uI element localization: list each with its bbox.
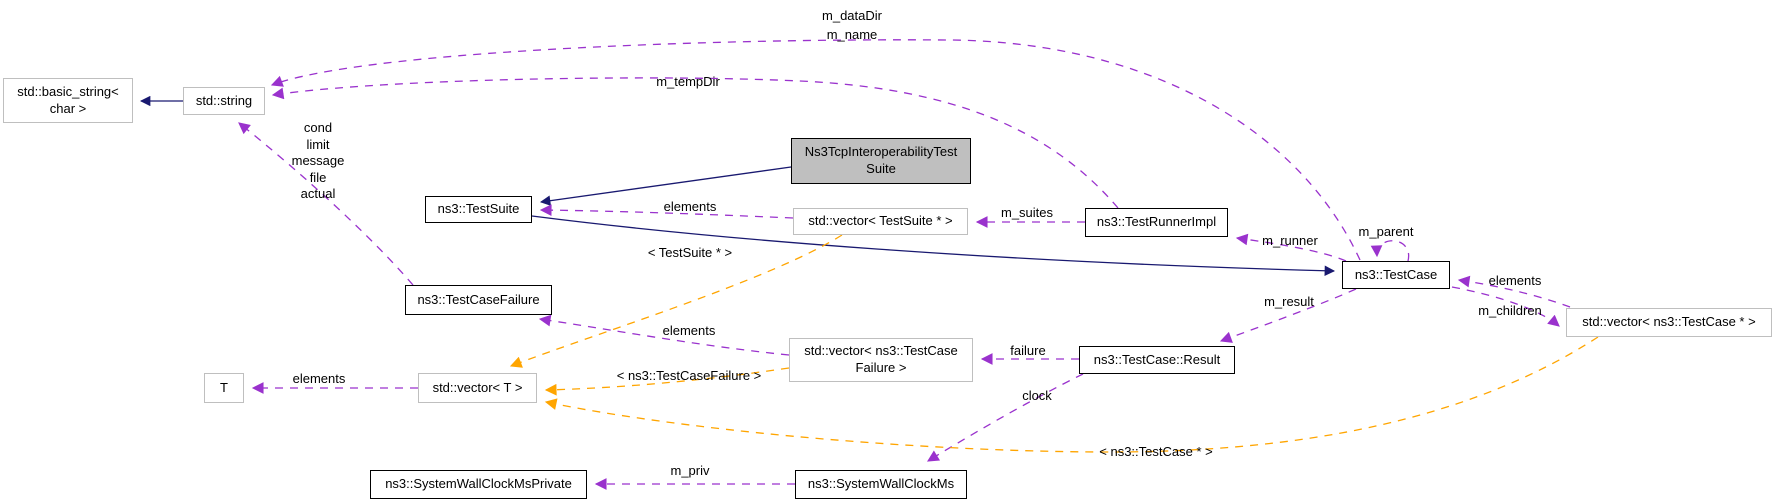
edge-label-line: cond <box>303 120 333 135</box>
node-label: std::vector< ns3::TestCase * > <box>1582 314 1756 330</box>
edge-label-msuites: m_suites <box>1000 205 1054 220</box>
node-label: ns3::SystemWallClockMs <box>807 476 955 492</box>
edge-label-template-testsuite: < TestSuite * > <box>647 245 733 260</box>
edge-label-mresult: m_result <box>1264 294 1314 309</box>
node-ns3tcp-interoperability-test-suite: Ns3TcpInteroperabilityTest Suite <box>791 138 971 184</box>
node-ns3-test-runner-impl[interactable]: ns3::TestRunnerImpl <box>1085 208 1228 237</box>
edge-label-line: m_name <box>826 27 878 42</box>
edge-label-mchildren: m_children <box>1478 303 1542 318</box>
node-std-vector-ns3-testcasefailure: std::vector< ns3::TestCase Failure > <box>789 338 973 382</box>
edge-label-mdatadir-mname: m_dataDir m_name <box>792 6 912 44</box>
edge-label-clock: clock <box>1022 388 1052 403</box>
edge-usage-mparent-selfloop <box>1370 240 1410 262</box>
node-label: ns3::TestRunnerImpl <box>1096 214 1217 230</box>
node-ns3-test-suite[interactable]: ns3::TestSuite <box>425 196 532 223</box>
edge-usage-mdatadir-mname <box>270 39 1361 261</box>
edge-label-line: limit <box>306 136 330 152</box>
edge-label-testcasefailure-members: cond limit message file actual <box>268 120 368 203</box>
edge-label-failure: failure <box>1010 343 1046 358</box>
node-template-param-T: T <box>204 373 244 403</box>
edge-label-mrunner: m_runner <box>1262 233 1318 248</box>
edge-label-elements-testcase: elements <box>1488 273 1542 288</box>
node-label: char > <box>49 100 87 116</box>
edge-label-mparent: m_parent <box>1358 224 1414 239</box>
node-label: T <box>220 379 228 395</box>
node-label: ns3::TestCaseFailure <box>417 291 540 307</box>
node-ns3-system-wall-clock-ms[interactable]: ns3::SystemWallClockMs <box>795 470 967 499</box>
edge-usage-elements-to-testcasefailure <box>538 314 790 356</box>
node-label: std::string <box>195 92 253 108</box>
edge-label-mpriv: m_priv <box>670 463 710 478</box>
edge-label-line: message <box>291 153 345 168</box>
edge-label-template-testcase: < ns3::TestCase * > <box>1099 444 1213 459</box>
node-std-basic-string: std::basic_string< char > <box>3 78 133 123</box>
edge-label-line: actual <box>300 186 336 201</box>
edge-template-vectestcaseptr-to-vecT <box>544 336 1599 453</box>
edge-template-vectestcasefailure-to-vecT <box>544 367 790 396</box>
node-std-vector-T: std::vector< T > <box>418 373 537 403</box>
node-ns3-system-wall-clock-ms-private[interactable]: ns3::SystemWallClockMsPrivate <box>370 470 587 499</box>
edge-label-elements-testsuite: elements <box>663 199 717 214</box>
node-label: ns3::TestCase::Result <box>1093 351 1221 367</box>
node-label: std::basic_string< <box>17 83 119 99</box>
node-label: Ns3TcpInteroperabilityTest <box>804 144 958 160</box>
edge-label-line: m_dataDir <box>822 8 882 23</box>
node-ns3-test-case-result[interactable]: ns3::TestCase::Result <box>1079 346 1235 374</box>
edge-label-elements-T: elements <box>292 371 346 386</box>
edge-label-mtempdir: m_tempDir <box>656 74 720 89</box>
edge-usage-mchildren <box>1451 286 1560 327</box>
edge-usage-clock <box>927 373 1084 462</box>
node-label: ns3::TestCase <box>1354 266 1438 282</box>
node-label: std::vector< T > <box>432 379 523 395</box>
node-std-string: std::string <box>183 87 265 115</box>
edge-usage-mtempdir <box>271 77 1119 209</box>
node-label: Suite <box>866 161 896 176</box>
node-std-vector-ns3-testcase-ptr: std::vector< ns3::TestCase * > <box>1566 308 1772 337</box>
node-ns3-test-case-failure[interactable]: ns3::TestCaseFailure <box>405 285 552 315</box>
node-label: Failure > <box>855 360 907 375</box>
node-std-vector-testsuite-ptr: std::vector< TestSuite * > <box>793 208 968 235</box>
edge-label-elements-testcasefailure: elements <box>662 323 716 338</box>
edge-label-line: file <box>309 169 327 185</box>
edge-usage-elements-to-testsuite <box>539 204 794 219</box>
node-ns3-test-case[interactable]: ns3::TestCase <box>1342 261 1450 289</box>
edge-inherit-testsuite-to-testcase <box>531 215 1336 276</box>
edge-label-template-testcasefailure: < ns3::TestCaseFailure > <box>616 368 762 383</box>
edge-template-vectestsuite-to-vecT <box>509 234 843 368</box>
node-label: std::vector< TestSuite * > <box>808 213 953 229</box>
node-label: ns3::TestSuite <box>437 201 520 217</box>
node-label: std::vector< ns3::TestCase <box>804 343 958 359</box>
node-label: ns3::SystemWallClockMsPrivate <box>385 476 572 492</box>
edge-inherit-ns3tcpsuite-to-testsuite <box>539 166 792 206</box>
